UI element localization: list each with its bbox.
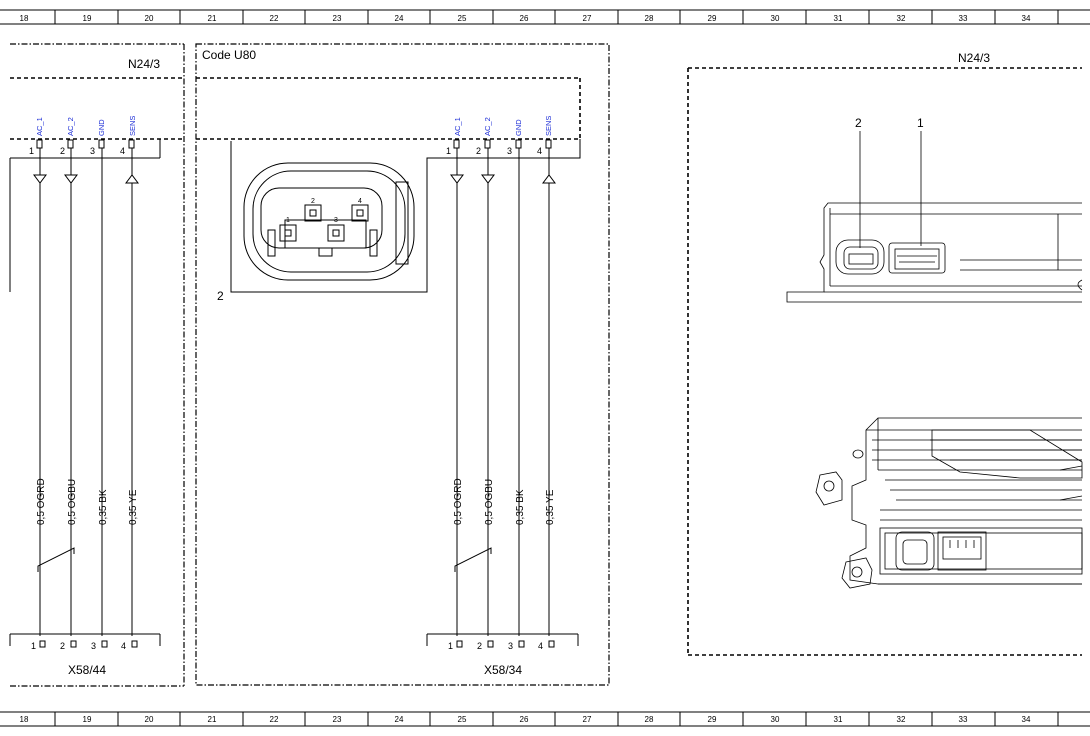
left-conn-pin-3: 3 [91,641,96,651]
left-wire-label-4: 0,35 YE [128,489,139,525]
middle-pin-label-ac2: AC_2 [483,117,492,136]
plug-face-view [230,139,581,293]
plug-pin-2: 2 [311,198,315,205]
plug-pin-1: 1 [286,217,290,224]
ruler-col-27: 27 [583,14,592,23]
middle-n24-frame [196,77,581,140]
left-pin-num-1: 1 [29,146,34,156]
ruler-col-23: 23 [333,14,342,23]
ruler-col-28: 28 [645,14,654,23]
middle-code-label: Code U80 [202,48,256,62]
plug-view-label: 2 [217,289,224,303]
middle-wire-label-1: 0,5 OGRD [453,478,464,525]
middle-wire-label-4: 0,35 YE [545,489,556,525]
middle-pin-label-gnd: GND [514,119,523,136]
left-pin-num-4: 4 [120,146,125,156]
ruler-bottom-col-28: 28 [645,715,654,724]
left-wire-label-1: 0,5 OGRD [36,478,47,525]
middle-conn-pin-4: 4 [538,641,543,651]
left-n24-frame [10,77,184,140]
ruler-bottom-col-22: 22 [270,715,279,724]
ruler-bottom-col-31: 31 [834,715,843,724]
left-pin-label-sens: SENS [128,116,137,136]
ruler-bottom-col-19: 19 [83,715,92,724]
left-conn-pin-2: 2 [60,641,65,651]
left-conn-pin-1: 1 [31,641,36,651]
ruler-col-18: 18 [20,14,29,23]
bottom-ruler [0,711,1090,727]
left-wiring [9,139,161,648]
plug-pin-4: 4 [358,198,362,205]
left-wire-label-3: 0,35 BK [98,489,109,525]
callout-2: 2 [855,116,862,130]
ruler-bottom-col-18: 18 [20,715,29,724]
right-component-label: N24/3 [958,51,990,65]
middle-pin-num-2: 2 [476,146,481,156]
ruler-col-33: 33 [959,14,968,23]
ruler-bottom-col-21: 21 [208,715,217,724]
left-conn-pin-4: 4 [121,641,126,651]
ruler-bottom-col-26: 26 [520,715,529,724]
control-unit-perspective-illustration [815,417,1083,589]
right-panel-frame [687,67,1082,656]
ruler-col-20: 20 [145,14,154,23]
left-pin-num-2: 2 [60,146,65,156]
ruler-col-32: 32 [897,14,906,23]
middle-connector-label: X58/34 [484,663,522,677]
middle-panel-frame [195,43,610,686]
left-pin-num-3: 3 [90,146,95,156]
ruler-col-34: 34 [1022,14,1031,23]
ruler-bottom-col-25: 25 [458,715,467,724]
ruler-bottom-col-33: 33 [959,715,968,724]
middle-conn-pin-3: 3 [508,641,513,651]
ruler-col-21: 21 [208,14,217,23]
ruler-bottom-col-30: 30 [771,715,780,724]
middle-wire-label-2: 0,5 OGBU [484,479,495,525]
ruler-bottom-col-29: 29 [708,715,717,724]
ruler-bottom-col-34: 34 [1022,715,1031,724]
middle-wiring [426,139,579,648]
left-wire-label-2: 0,5 OGBU [67,479,78,525]
control-unit-top-illustration [786,131,1083,303]
top-ruler [0,9,1090,25]
middle-conn-pin-2: 2 [477,641,482,651]
ruler-col-26: 26 [520,14,529,23]
ruler-col-29: 29 [708,14,717,23]
ruler-bottom-col-27: 27 [583,715,592,724]
ruler-col-25: 25 [458,14,467,23]
left-connector-label: X58/44 [68,663,106,677]
plug-pin-3: 3 [334,217,338,224]
middle-pin-num-4: 4 [537,146,542,156]
middle-pin-num-3: 3 [507,146,512,156]
middle-pin-num-1: 1 [446,146,451,156]
ruler-bottom-col-24: 24 [395,715,404,724]
ruler-col-24: 24 [395,14,404,23]
middle-pin-label-sens: SENS [544,116,553,136]
left-component-label: N24/3 [128,57,160,71]
ruler-bottom-col-32: 32 [897,715,906,724]
left-pin-label-ac1: AC_1 [35,117,44,136]
middle-wire-label-3: 0,35 BK [515,489,526,525]
middle-pin-label-ac1: AC_1 [453,117,462,136]
ruler-col-19: 19 [83,14,92,23]
ruler-col-22: 22 [270,14,279,23]
ruler-col-31: 31 [834,14,843,23]
ruler-bottom-col-20: 20 [145,715,154,724]
left-pin-label-gnd: GND [97,119,106,136]
ruler-bottom-col-23: 23 [333,715,342,724]
callout-1: 1 [917,116,924,130]
middle-conn-pin-1: 1 [448,641,453,651]
ruler-col-30: 30 [771,14,780,23]
left-pin-label-ac2: AC_2 [66,117,75,136]
left-panel-frame [10,43,185,687]
